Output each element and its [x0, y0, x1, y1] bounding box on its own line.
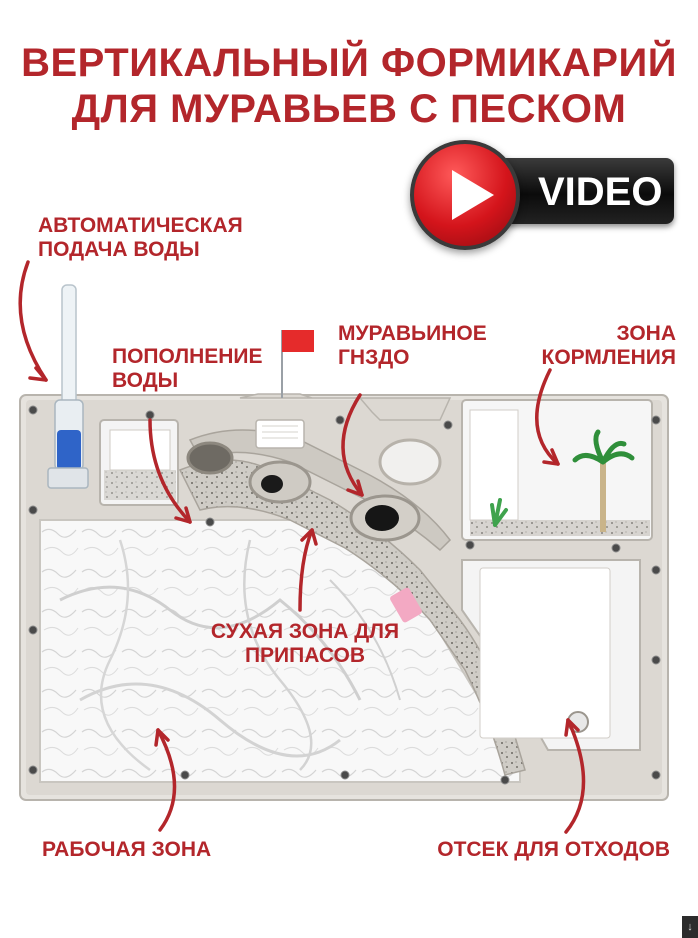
video-label: VIDEO — [538, 170, 663, 214]
label-nest-line-2: ГНЗДО — [338, 346, 410, 369]
connector-plug — [390, 587, 422, 623]
annotation-arrows — [18, 260, 586, 834]
download-icon[interactable]: ↓ — [682, 916, 698, 938]
label-auto-water-line-1: АВТОМАТИЧЕСКАЯ — [38, 214, 243, 237]
flag-icon — [281, 330, 314, 398]
water-tube — [47, 284, 89, 489]
frame-screws — [28, 405, 661, 785]
label-feeding-line-1: ЗОНА — [616, 322, 676, 345]
label-refill-line-2: ВОДЫ — [112, 369, 179, 392]
label-work-zone: РАБОЧАЯ ЗОНА — [42, 838, 212, 861]
page-title-line-2: ДЛЯ МУРАВЬЕВ С ПЕСКОМ — [71, 87, 627, 131]
label-refill-line-1: ПОПОЛНЕНИЕ — [112, 345, 263, 368]
label-auto-water-line-2: ПОДАЧА ВОДЫ — [38, 238, 200, 261]
play-icon — [410, 140, 520, 250]
page-title-line-1: ВЕРТИКАЛЬНЫЙ ФОРМИКАРИЙ — [21, 41, 677, 85]
label-waste: ОТСЕК ДЛЯ ОТХОДОВ — [437, 838, 670, 861]
ant-nest — [186, 429, 451, 552]
water-refill-compartment — [99, 419, 305, 506]
video-button[interactable]: VIDEO — [410, 140, 675, 250]
waste-compartment — [461, 559, 641, 751]
label-dry-line-2: ПРИПАСОВ — [244, 644, 366, 667]
feeding-zone — [461, 399, 653, 541]
label-feeding-line-2: КОРМЛЕНИЯ — [541, 346, 676, 369]
label-dry-line-1: СУХАЯ ЗОНА ДЛЯ — [210, 620, 400, 643]
label-nest-line-1: МУРАВЬИНОЕ — [338, 322, 487, 345]
